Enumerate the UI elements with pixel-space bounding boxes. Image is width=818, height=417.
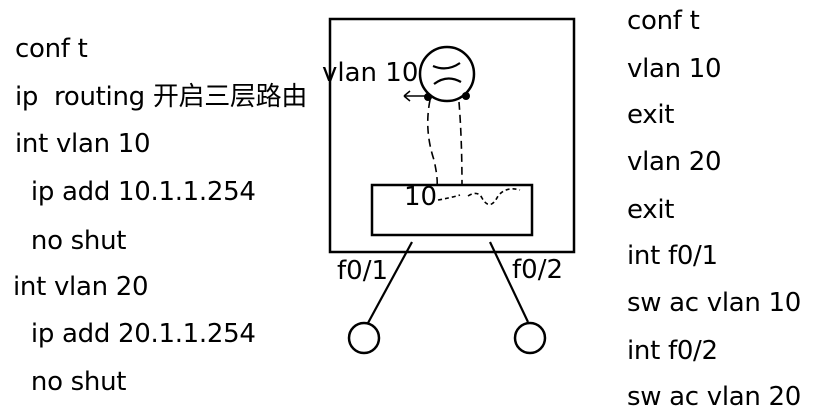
dashed-link-vlan20: [458, 101, 463, 187]
router-icon: [418, 45, 476, 103]
right-cmd-line: int f0/2: [627, 336, 718, 366]
host-pc2: [513, 321, 547, 355]
left-cmd-line: ip add 20.1.1.254: [15, 319, 256, 349]
switch-outer-box: [328, 17, 576, 254]
link-f0-2: [489, 241, 529, 323]
left-cmd-line: no shut: [15, 226, 127, 256]
port-label-f0-1: f0/1: [337, 256, 388, 286]
right-cmd-line: exit: [627, 195, 675, 225]
vlan-squiggle: [437, 188, 521, 206]
right-cmd-line: int f0/1: [627, 241, 718, 271]
right-cmd-line: vlan 10: [627, 54, 722, 84]
right-cmd-line: exit: [627, 100, 675, 130]
link-f0-1: [367, 241, 413, 324]
port-label-f0-2: f0/2: [512, 255, 563, 285]
right-cmd-line: sw ac vlan 20: [627, 382, 802, 412]
router-vlan-label: vlan 10: [322, 58, 419, 88]
left-cmd-line: conf t: [15, 34, 88, 64]
dashed-link-vlan10: [426, 99, 438, 187]
left-cmd-line: no shut: [15, 367, 127, 397]
right-cmd-line: sw ac vlan 10: [627, 288, 802, 318]
left-cmd-line: ip routing 开启三层路由: [15, 82, 308, 112]
left-cmd-line: ip add 10.1.1.254: [15, 177, 256, 207]
switch-vlan-label: 10: [404, 182, 438, 212]
host-pc1: [347, 321, 381, 355]
left-cmd-line: int vlan 20: [13, 272, 149, 302]
vlan-box: [370, 183, 534, 237]
right-cmd-line: conf t: [627, 6, 700, 36]
left-cmd-line: int vlan 10: [15, 129, 151, 159]
right-cmd-line: vlan 20: [627, 147, 722, 177]
